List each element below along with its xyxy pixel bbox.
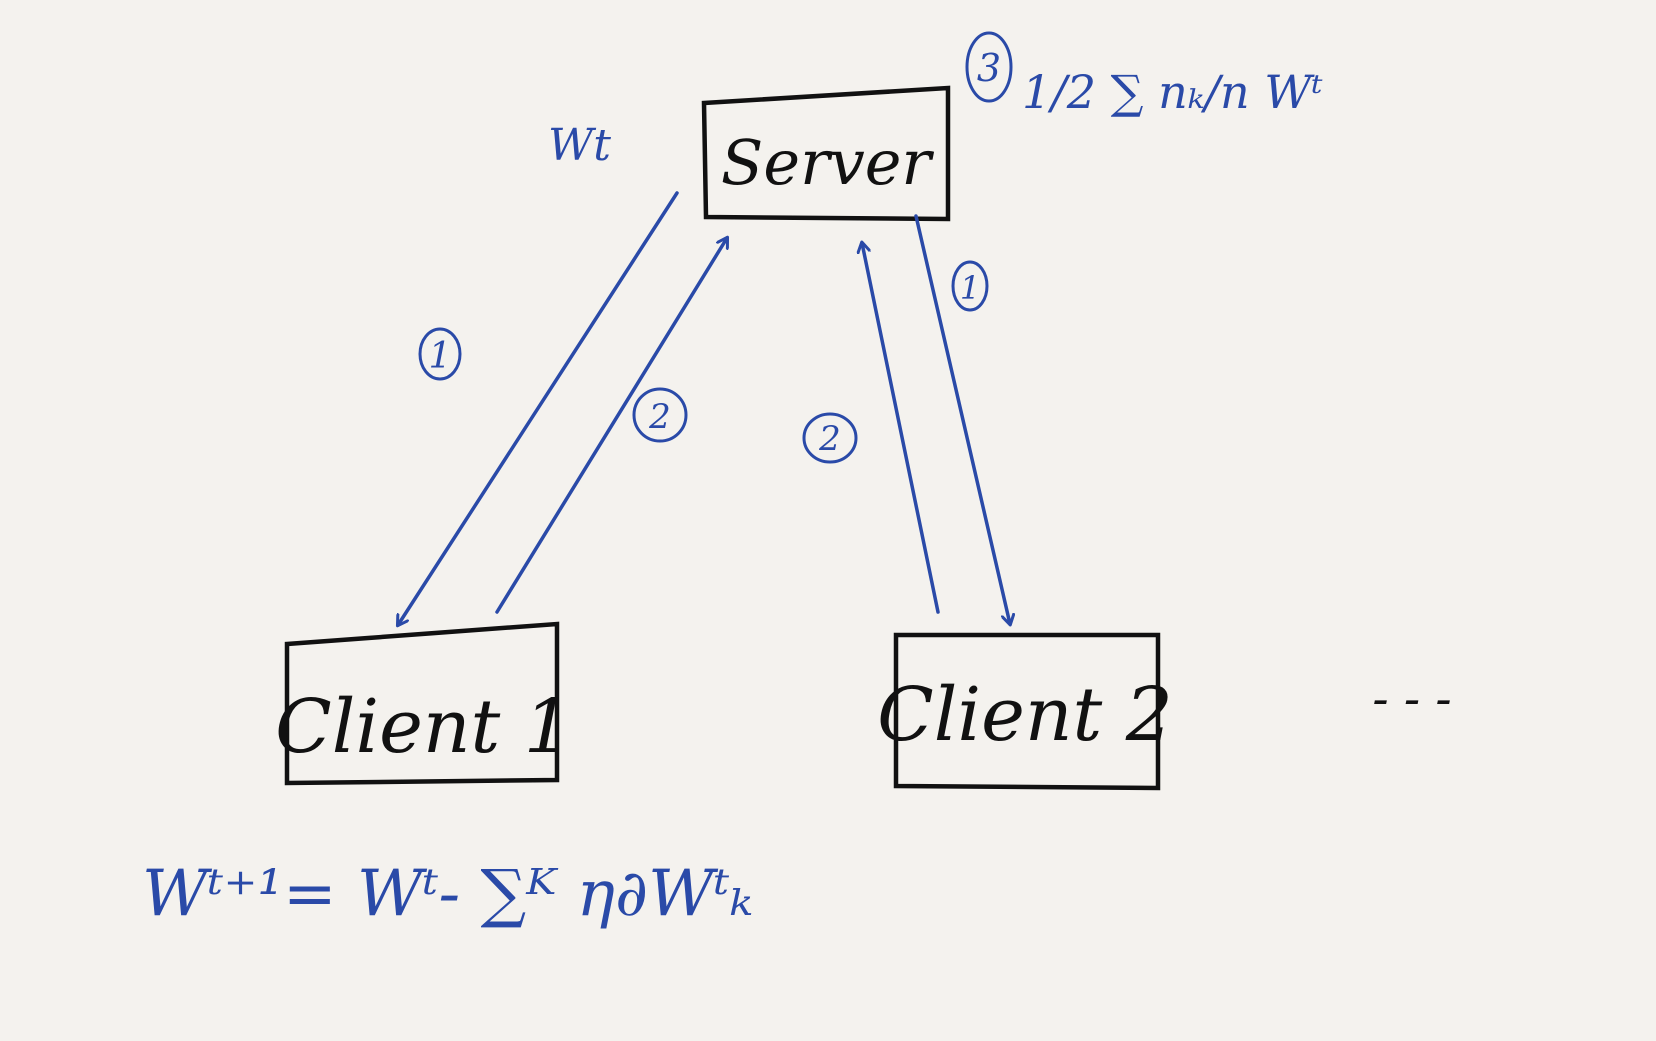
arrow-server-to-client-2 [914,214,1010,624]
step-3-marker: 3 [965,31,1013,103]
step-1-label-left: 1 [429,336,452,377]
step-1-marker-right: 1 [951,260,989,312]
arrow-server-to-client-1 [398,191,679,625]
arrow-client-2-to-server [862,243,940,614]
step-1-label-right: 1 [960,269,980,307]
arrow-client-1-to-server [495,238,727,614]
server-box [701,85,951,222]
step-2-marker-left: 2 [632,387,688,443]
aggregation-formula: 1/2 ∑ nₖ/n Wᵗ [1022,65,1323,119]
step-3-label: 3 [977,46,1001,90]
client-2-label: Client 2 [877,672,1173,758]
step-2-label-left: 2 [648,397,671,437]
server-weight-label: Wt [548,120,611,171]
server-label: Server [721,126,935,199]
client-1-label: Client 1 [275,684,571,770]
step-1-marker-left: 1 [418,327,462,381]
more-clients-ellipsis: - - - [1372,671,1451,727]
client-update-formula: Wᵗ⁺¹= Wᵗ- ∑ᴷ η∂Wᵗₖ [142,857,753,931]
step-2-label-right: 2 [818,419,841,459]
client-2-box [893,632,1161,791]
client-1-box [284,621,560,786]
step-2-marker-right: 2 [802,412,858,464]
